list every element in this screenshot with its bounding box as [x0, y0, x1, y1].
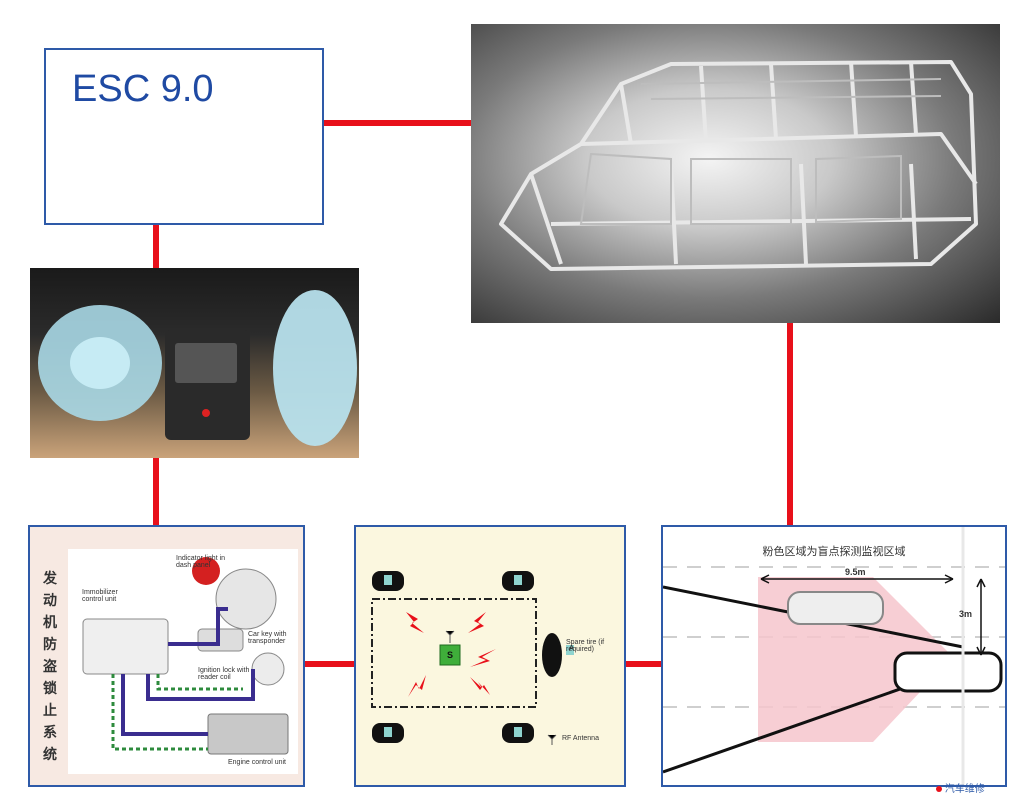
immobilizer-diagram: Indicator light in dash panel Immobilize…	[68, 549, 298, 774]
connector-tpms-to-bsd	[626, 661, 662, 667]
watermark-text: 汽车维修	[944, 784, 985, 795]
bsd-width-label: 3m	[959, 609, 973, 619]
esc-box: ESC 9.0	[44, 48, 324, 225]
bsd-title: 粉色区域为盲点探测监视区域	[762, 546, 906, 558]
connector-immobilizer-to-tpms	[305, 661, 355, 667]
bsd-length-label: 9.5m	[845, 567, 866, 577]
indicator-label: Indicator light in dash panel	[176, 555, 226, 569]
spare-tire-label: Spare tire (if required)	[566, 639, 605, 653]
esc-title: ESC 9.0	[72, 68, 214, 110]
car-key-label: Car key with transponder	[248, 631, 287, 645]
immobilizer-wiring-illustration	[82, 557, 289, 755]
airbag-image	[30, 268, 359, 458]
ignition-lock-label: Ignition lock with reader coil	[198, 667, 250, 681]
connector-esc-to-airbag	[153, 225, 159, 269]
watermark: 汽车维修	[936, 780, 985, 795]
airbag-illustration	[38, 290, 357, 446]
tire-sensor-label: A	[569, 645, 575, 652]
tpms-sensor-label: S	[446, 650, 453, 660]
rf-antenna-label: RF Antenna	[562, 735, 599, 742]
tpms-panel: S Spare tire (if required) RF Antenna A	[354, 525, 626, 787]
connector-body-to-bsd	[787, 323, 793, 526]
van-frame-illustration	[499, 60, 978, 271]
immobilizer-panel: 发 动 机 防 盗 锁 止 系 统 Indicator light in das…	[28, 525, 305, 787]
connector-airbag-to-immobilizer	[153, 458, 159, 526]
engine-control-unit-label: Engine control unit	[228, 759, 286, 766]
tpms-illustration	[371, 571, 574, 745]
connector-esc-to-body	[324, 120, 472, 126]
blind-spot-panel: 粉色区域为盲点探测监视区域 9.5m 3m	[661, 525, 1007, 787]
blind-spot-illustration	[663, 527, 1005, 785]
watermark-dot-icon	[936, 786, 942, 792]
immobilizer-vertical-title: 发 动 机 防 盗 锁 止 系 统	[43, 570, 57, 762]
immobilizer-unit-label: Immobilizer control unit	[82, 589, 118, 603]
body-in-white-image	[471, 24, 1000, 323]
